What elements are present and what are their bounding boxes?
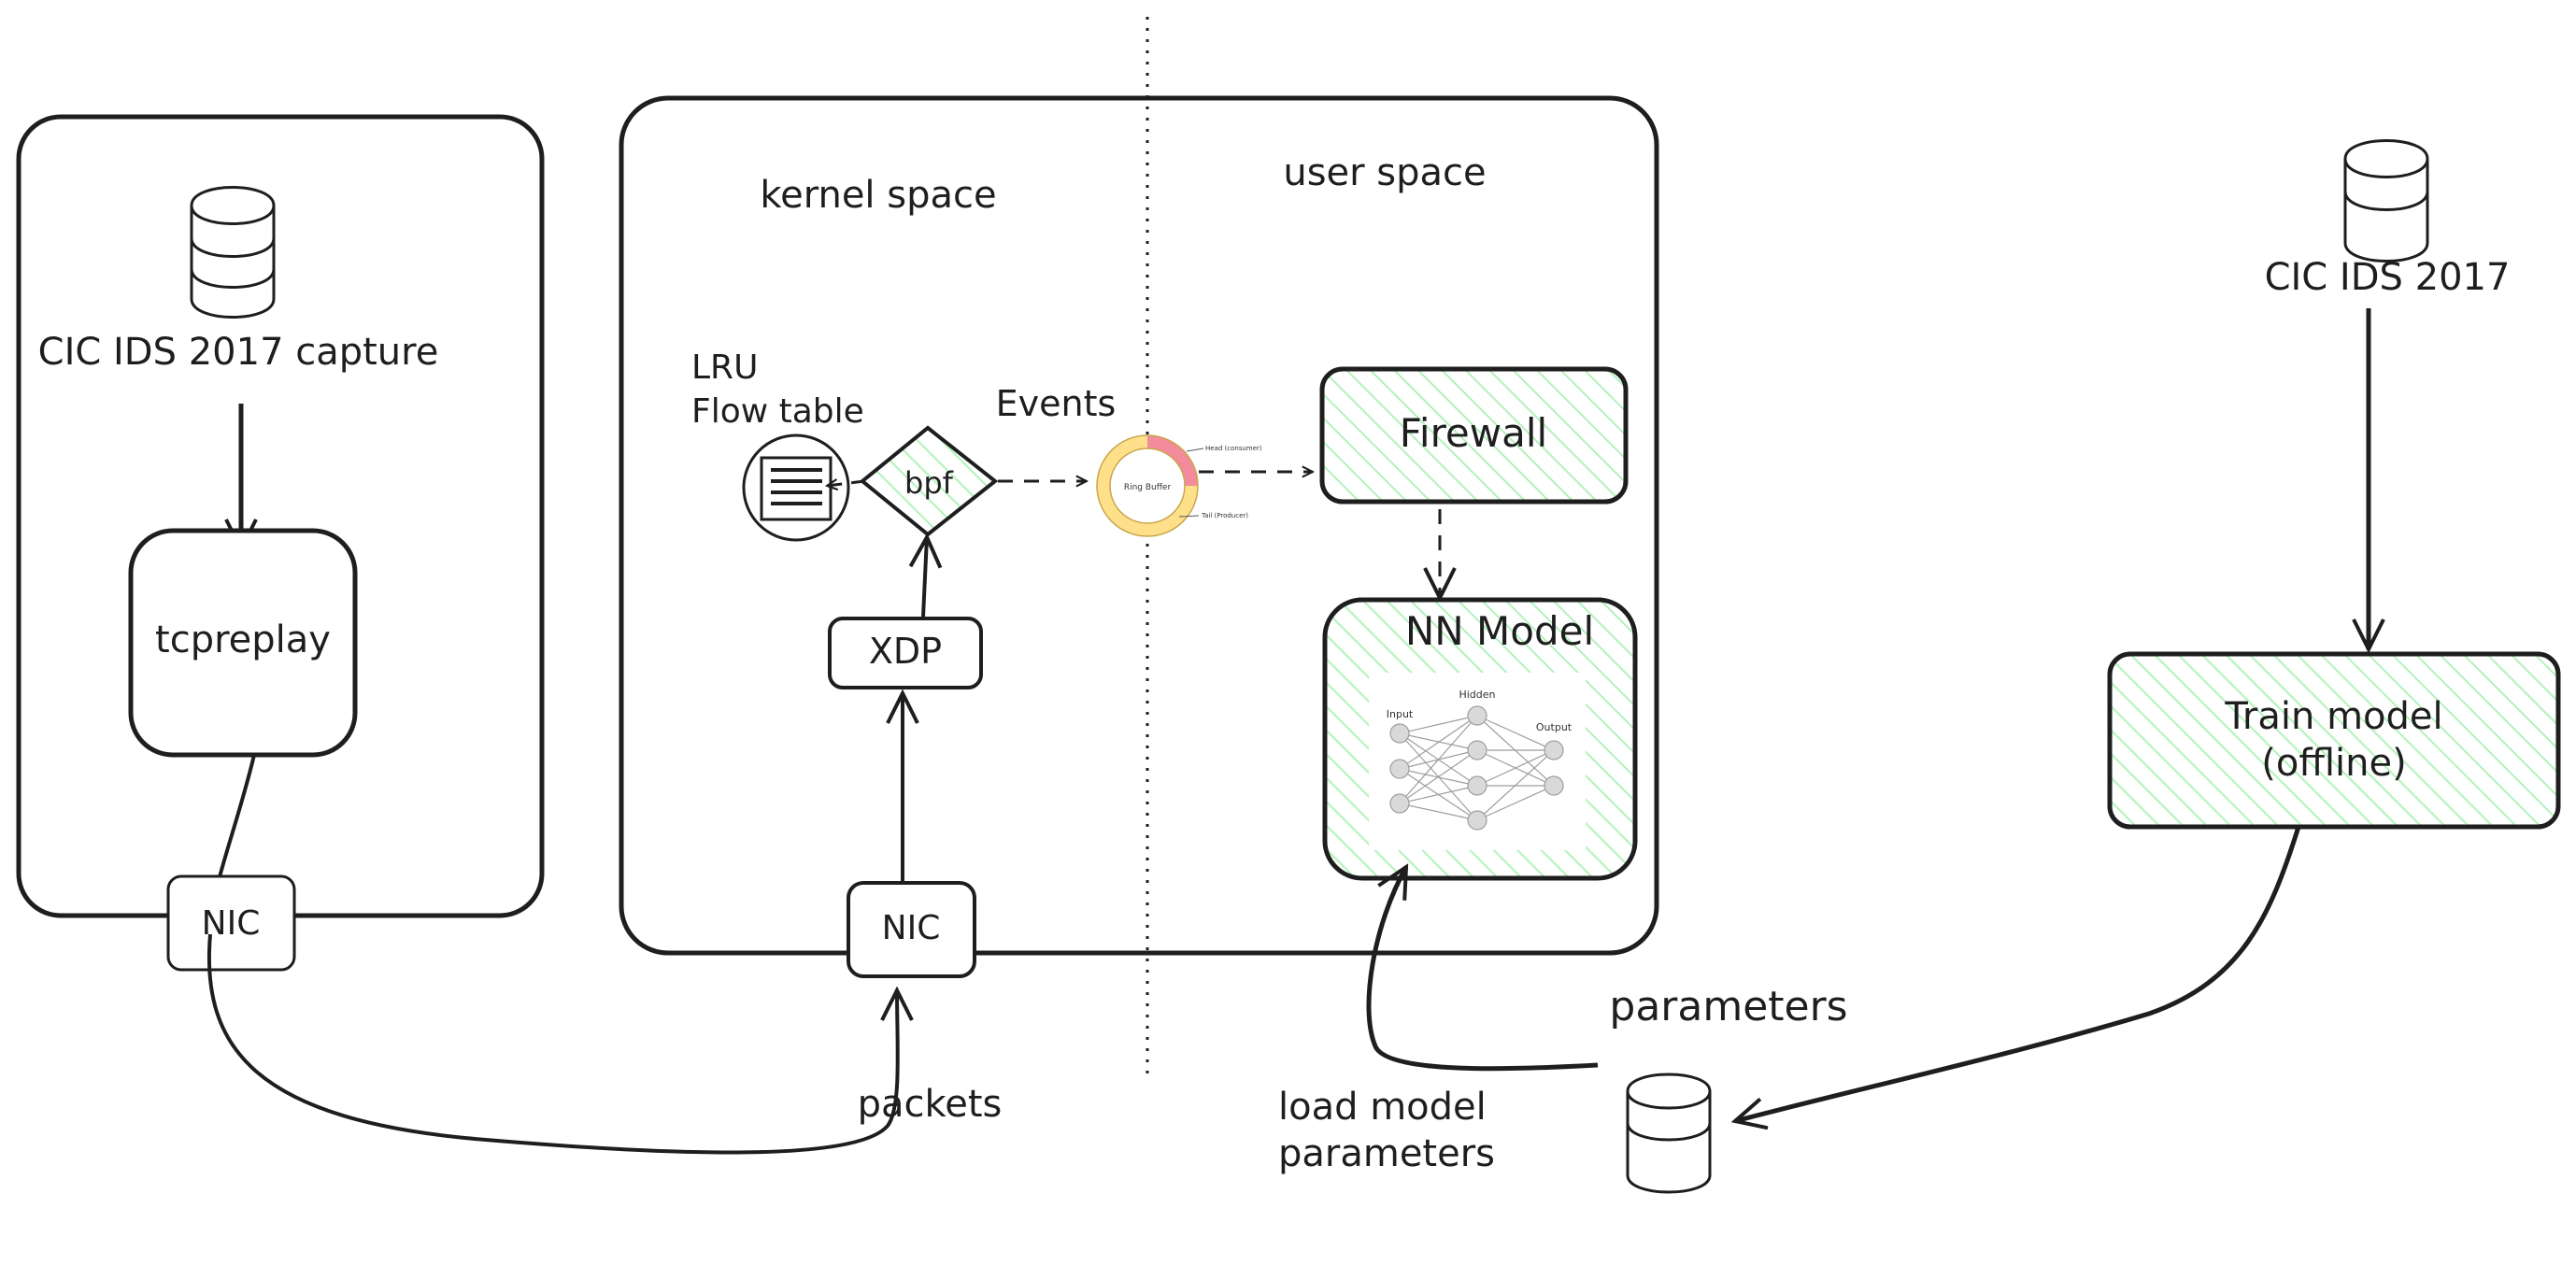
bpf-to-flowtable-arrow xyxy=(827,481,865,486)
nn-model-label: NN Model xyxy=(1405,608,1594,654)
xdp-label: XDP xyxy=(869,631,942,672)
left-nic-box xyxy=(166,874,296,972)
kernel-space-label: kernel space xyxy=(760,174,996,217)
events-label: Events xyxy=(996,383,1117,424)
flow-table-label-line1: LRU xyxy=(691,348,758,387)
nn-edge xyxy=(1399,715,1478,770)
middle-nic-label: NIC xyxy=(882,909,941,947)
nn-edge xyxy=(1476,785,1555,821)
user-space-label: user space xyxy=(1283,151,1486,194)
train-model-box xyxy=(2107,651,2561,830)
dataset-capture-label: CIC IDS 2017 capture xyxy=(38,331,439,374)
nn-layer-label: Output xyxy=(1536,721,1573,733)
tcpreplay-label: tcpreplay xyxy=(155,618,331,661)
training-dataset-label: CIC IDS 2017 xyxy=(2265,256,2511,299)
nn-node xyxy=(1467,775,1487,796)
neural-network-illustration: Input Hidden Output xyxy=(1369,673,1586,850)
ring-buffer: Ring Buffer Head (consumer) Tail (Produc… xyxy=(1096,434,1262,537)
parameters-database-icon xyxy=(1626,1073,1712,1194)
firewall-label: Firewall xyxy=(1400,410,1547,456)
database-icon xyxy=(190,186,276,319)
nn-node xyxy=(1389,723,1410,744)
nn-edge xyxy=(1476,749,1555,787)
flow-table-label-line2: Flow table xyxy=(691,392,864,431)
ring-head-label: Head (consumer) xyxy=(1205,445,1262,452)
nn-node xyxy=(1467,740,1487,760)
load-parameters-arrow xyxy=(1366,867,1599,1072)
middle-machine-box xyxy=(619,95,1659,956)
nn-layer-label: Input xyxy=(1387,708,1414,720)
training-database-icon xyxy=(2343,139,2429,263)
nn-node xyxy=(1467,810,1487,831)
packets-label: packets xyxy=(858,1083,1003,1126)
parameters-label: parameters xyxy=(1609,983,1847,1030)
nn-edge xyxy=(1399,803,1478,821)
load-label-line2: parameters xyxy=(1278,1132,1495,1175)
bpf-label: bpf xyxy=(904,465,954,501)
left-machine-box xyxy=(16,114,545,918)
middle-nic-box xyxy=(847,881,976,978)
train-to-parameters-arrow xyxy=(1735,826,2301,1121)
nn-edge xyxy=(1399,715,1478,734)
nn-node xyxy=(1544,740,1564,760)
train-label-line2: (offline) xyxy=(2261,742,2406,785)
nn-node xyxy=(1467,705,1487,726)
xdp-to-bpf-arrow xyxy=(923,537,927,618)
nn-layer-label: Hidden xyxy=(1459,689,1495,701)
ring-buffer-label: Ring Buffer xyxy=(1124,483,1172,492)
ring-tail-label: Tail (Producer) xyxy=(1201,512,1248,519)
nn-edge xyxy=(1476,715,1555,751)
nn-node xyxy=(1389,793,1410,814)
train-label-line1: Train model xyxy=(2224,695,2442,738)
nn-edge xyxy=(1476,749,1555,821)
load-label-line1: load model xyxy=(1278,1086,1487,1129)
nn-edge xyxy=(1399,749,1478,804)
firewall-box xyxy=(1319,366,1629,504)
nn-edge xyxy=(1399,785,1478,804)
tcpreplay-box xyxy=(128,528,358,758)
xdp-box xyxy=(828,617,983,689)
nn-node xyxy=(1389,759,1410,779)
nn-edge xyxy=(1399,715,1478,804)
packets-arrow xyxy=(206,933,898,1155)
flow-table-icon xyxy=(742,433,850,542)
nn-node xyxy=(1544,775,1564,796)
